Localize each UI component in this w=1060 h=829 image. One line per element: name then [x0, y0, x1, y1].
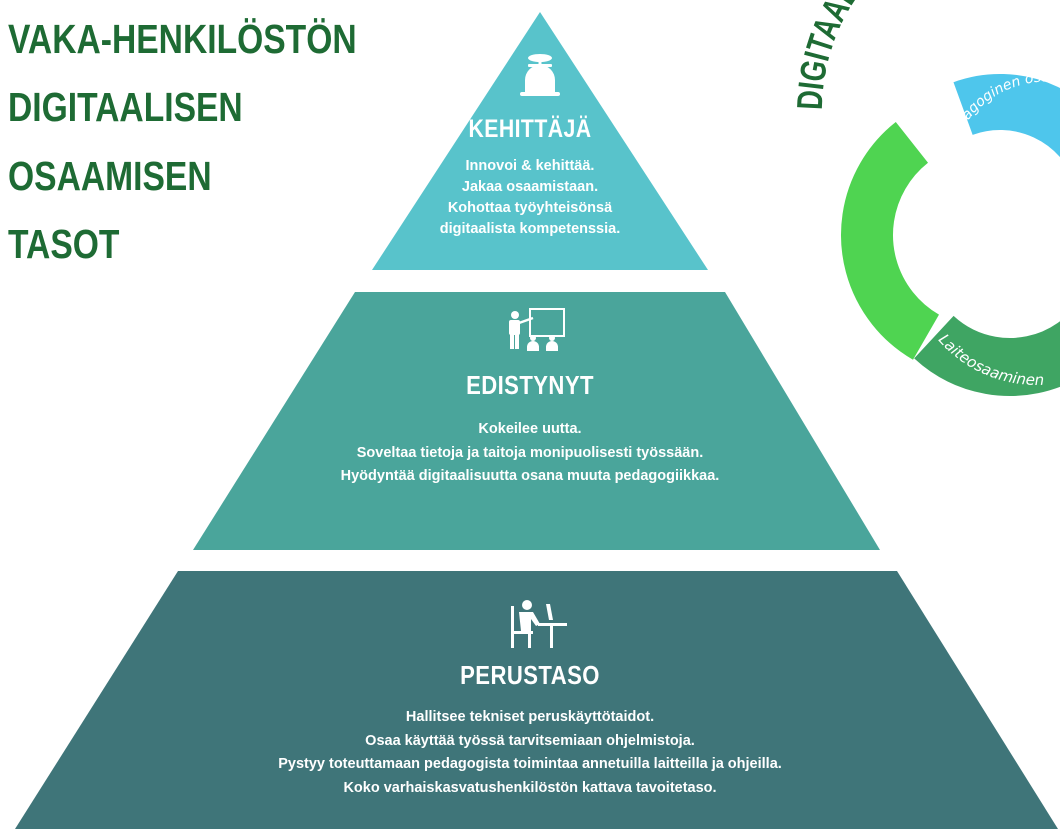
tier-line: Osaa käyttää työssä tarvitsemiaan ohjelm…: [365, 732, 695, 749]
tier-line: Soveltaa tietoja ja taitoja monipuolises…: [356, 444, 704, 461]
wheel-segment-device: [869, 114, 1060, 396]
tier-bottom-shape: [15, 571, 1058, 829]
teacher-board-icon: [509, 308, 565, 351]
tier-line: Koko varhaiskasvatushenkilöstön kattava …: [343, 779, 717, 796]
tier-line: Innovoi & kehittää.: [465, 158, 595, 174]
title-line-4: TASOT: [8, 221, 120, 267]
tier-heading-developer: KEHITTÄJÄ: [468, 115, 592, 143]
tier-line: Hyödyntää digitaalisuutta osana muuta pe…: [340, 468, 720, 484]
tier-heading-advanced: EDISTYNYT: [466, 370, 594, 400]
title-line-1: VAKA-HENKILÖSTÖN: [8, 16, 357, 62]
person-at-computer-icon: [511, 600, 567, 648]
title-line-3: OSAAMISEN: [8, 153, 212, 199]
wheel-segment-pedagogical: [864, 74, 1060, 347]
tier-line: Jakaa osaamistaan.: [461, 179, 599, 195]
tier-line: Pystyy toteuttamaan pedagogista toiminta…: [278, 756, 782, 772]
propeller-hat-icon: [520, 54, 560, 96]
tier-line: Kohottaa työyhteisönsä: [447, 200, 613, 216]
tier-description-basic: Hallitsee tekniset peruskäyttötaidot. Os…: [0, 706, 1060, 800]
tier-description-advanced: Kokeilee uutta. Soveltaa tietoja ja tait…: [0, 418, 1060, 489]
tier-line: digitaalista kompetenssia.: [439, 221, 621, 237]
tier-heading-basic: PERUSTASO: [460, 660, 600, 690]
tier-middle-shape: [193, 292, 880, 550]
wheel-segment-software: [841, 91, 1060, 379]
tier-line: Kokeilee uutta.: [478, 421, 582, 437]
tier-top-shape: [372, 12, 708, 270]
tier-description-developer: Innovoi & kehittää. Jakaa osaamistaan. K…: [0, 156, 1060, 240]
title-line-2: DIGITAALISEN: [8, 84, 243, 130]
tier-line: Hallitsee tekniset peruskäyttötaidot.: [405, 709, 655, 725]
